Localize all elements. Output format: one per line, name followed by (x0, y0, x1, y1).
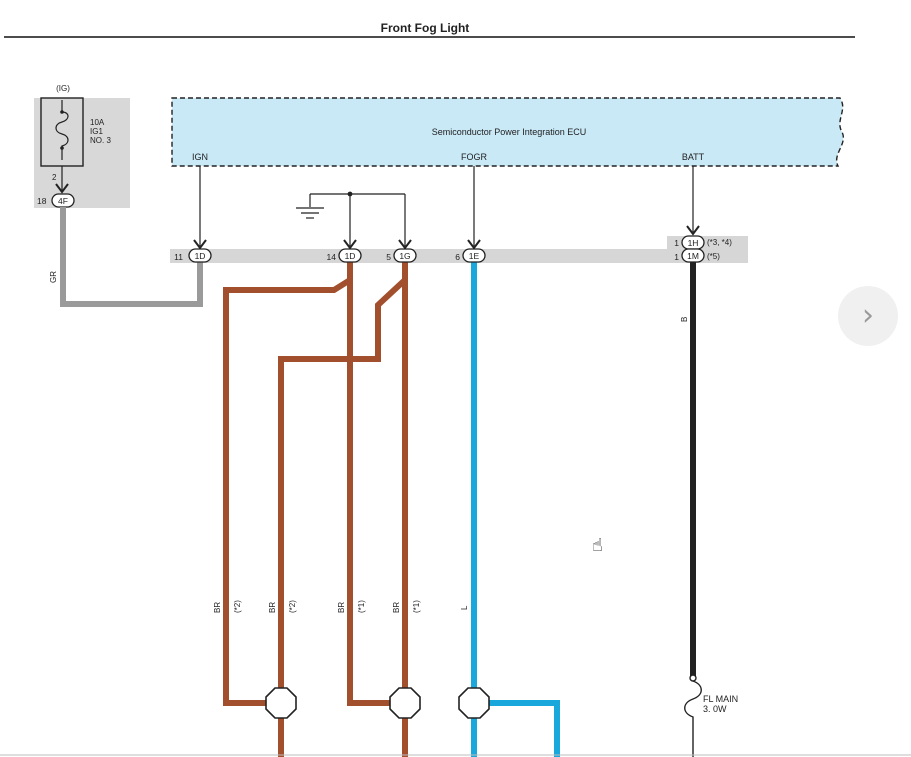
wire-label-l: L (460, 605, 469, 610)
fuse-connector-id: 4F (58, 196, 68, 206)
connector-note: (*3, *4) (707, 238, 732, 247)
connector-id: 1M (687, 251, 699, 261)
ecu-outline (171, 97, 845, 167)
ecu-terminal-ign: IGN (192, 152, 208, 162)
wire-label-br: BR (213, 602, 222, 613)
fusible-link-icon (684, 680, 702, 757)
wire-label-br: BR (268, 602, 277, 613)
wire-br-2 (347, 280, 390, 706)
splice-icon (389, 687, 421, 719)
fuse-number: NO. 3 (90, 136, 111, 145)
connector-oval (681, 248, 705, 263)
connector-pin: 1 (674, 252, 679, 262)
wire-l-branch (485, 700, 560, 757)
connector-oval (393, 248, 417, 263)
hand-pointer-icon: ☝ (592, 535, 603, 556)
connector-pin: 1 (674, 238, 679, 248)
arrow-icon (467, 239, 481, 250)
fuse-pin: 2 (52, 173, 57, 182)
connector-id: 1D (345, 251, 356, 261)
chevron-right-icon: › (862, 298, 874, 333)
wire-br-1 (223, 262, 353, 706)
connector-id: 1H (688, 238, 699, 248)
fusible-link-terminal (689, 674, 697, 682)
wire-note-br: (*1) (412, 600, 421, 613)
page-title: Front Fog Light (381, 21, 470, 35)
connector-oval (188, 248, 212, 263)
arrow-icon (343, 239, 357, 250)
wire-labels: BR (*2) BR (*2) BR (*1) BR (*1) L B (213, 317, 689, 613)
connector-oval (338, 248, 362, 263)
splice-icon (265, 687, 297, 719)
connector-pin: 14 (327, 252, 337, 262)
splice-icon (458, 687, 490, 719)
fuse-connector-pin: 18 (37, 196, 47, 206)
connector-id: 1D (195, 251, 206, 261)
wire-br-3 (278, 262, 408, 757)
wire-label-gr: GR (49, 271, 58, 283)
wire-gr (60, 207, 203, 307)
wire-note-br: (*1) (357, 600, 366, 613)
connector-pin: 11 (174, 252, 183, 262)
fuse-block: (IG) 10A IG1 NO. 3 2 18 4F (34, 84, 130, 208)
connector-arrows (193, 225, 700, 250)
ground-junction (296, 191, 406, 246)
fuse-terminal-dot (60, 146, 64, 150)
arrow-icon (398, 239, 412, 250)
arrow-icon (193, 239, 207, 250)
fusible-link-size: 3. 0W (703, 704, 727, 714)
ecu-terminal-fogr: FOGR (461, 152, 487, 162)
fusible-link-name: FL MAIN (703, 694, 738, 704)
next-page-button[interactable]: › (838, 286, 898, 346)
ecu-terminal-batt: BATT (682, 152, 705, 162)
wire-note-br: (*2) (233, 600, 242, 613)
wire-note-br: (*2) (288, 600, 297, 613)
fuse-rating: 10A (90, 118, 105, 127)
connector-id: 1G (399, 251, 410, 261)
connectors: 11 1D 14 1D 5 1G 6 1E 1 1H (*3, *4) 1 1M… (174, 235, 732, 263)
connector-oval (462, 248, 486, 263)
fuse-name: IG1 (90, 127, 103, 136)
fuse-source-label: (IG) (56, 84, 70, 93)
connector-note: (*5) (707, 252, 720, 261)
wire-label-br: BR (337, 602, 346, 613)
fuse-terminal-dot (60, 110, 64, 114)
connector-pin: 6 (455, 252, 460, 262)
fuse-icon (55, 100, 69, 160)
splices (265, 687, 490, 719)
ecu-name: Semiconductor Power Integration ECU (432, 127, 587, 137)
wire-label-br: BR (392, 602, 401, 613)
connector-pin: 5 (386, 252, 391, 262)
fusible-link: FL MAIN 3. 0W (684, 674, 738, 757)
fuse-box-shading (34, 98, 130, 208)
fuse-arrow-icon (55, 183, 69, 194)
wire-label-b: B (680, 317, 689, 322)
arrow-icon (686, 225, 700, 236)
ecu-block: Semiconductor Power Integration ECU IGN … (171, 97, 845, 167)
connector-strip (170, 249, 748, 263)
connector-id: 1E (469, 251, 480, 261)
